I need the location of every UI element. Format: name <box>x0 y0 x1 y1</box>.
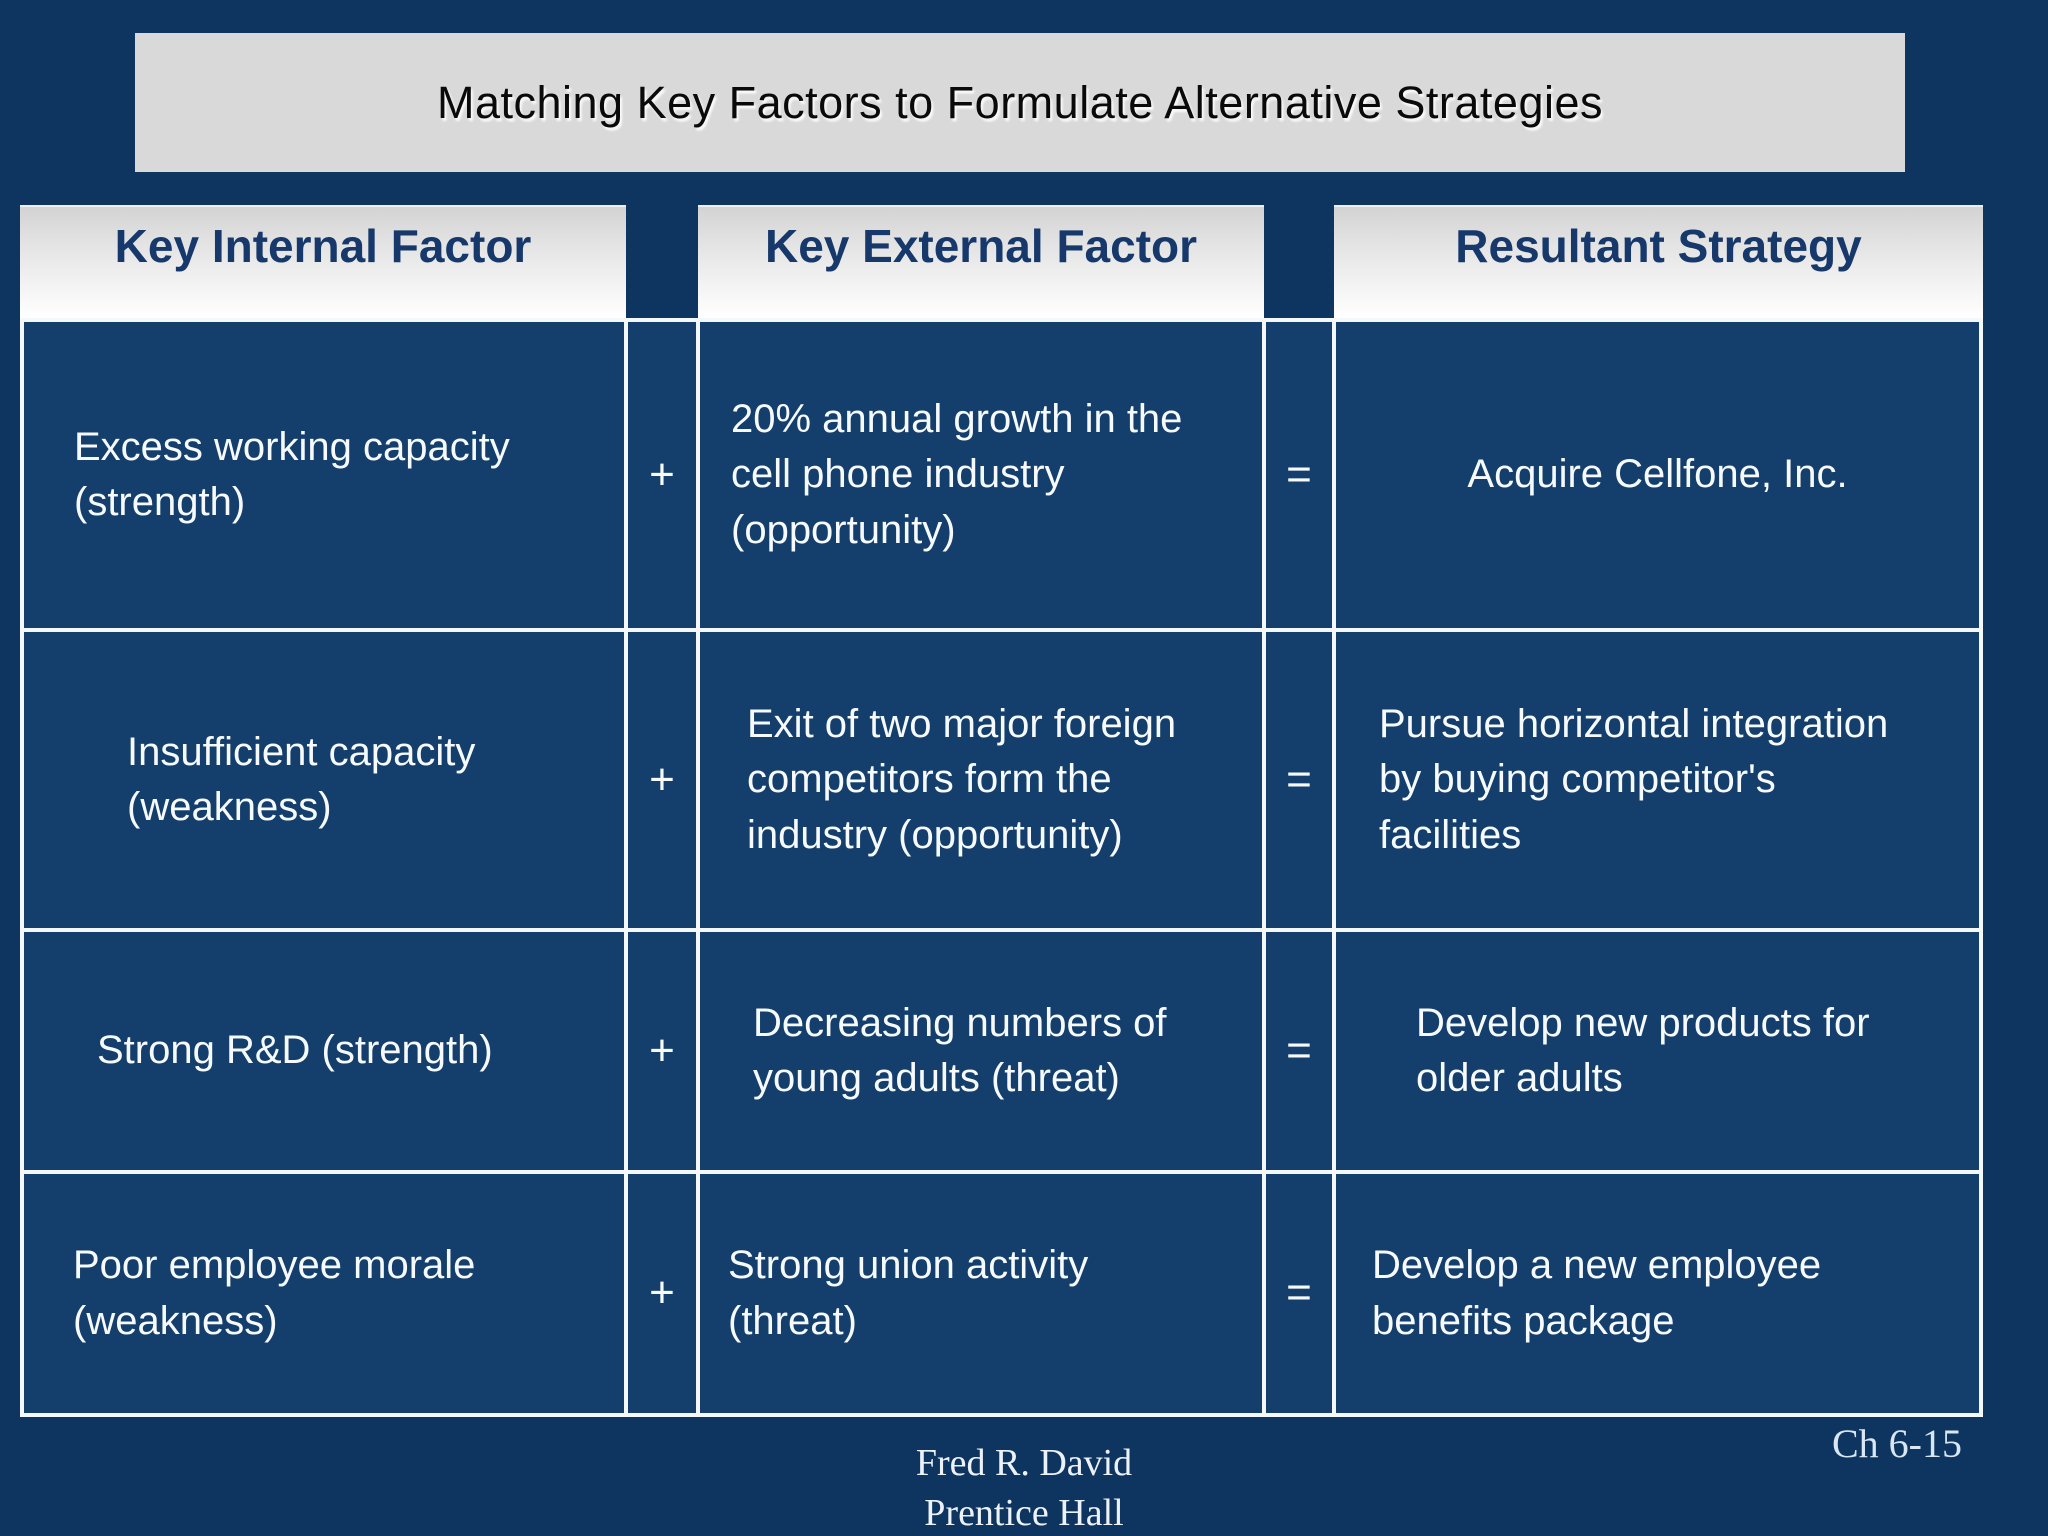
slide-title-box: Matching Key Factors to Formulate Altern… <box>135 33 1905 172</box>
cell-external-factor: 20% annual growth in the cell phone indu… <box>700 322 1262 628</box>
slide-title: Matching Key Factors to Formulate Altern… <box>436 76 1603 128</box>
equals-operator: = <box>1266 322 1332 628</box>
cell-internal-factor: Strong R&D (strength) <box>24 932 624 1170</box>
header-label: Key Internal Factor <box>114 219 532 272</box>
table-header-row: Key Internal Factor Key External Factor … <box>20 205 1983 318</box>
plus-operator: + <box>628 932 696 1170</box>
cell-resultant-strategy: Acquire Cellfone, Inc. <box>1336 322 1979 628</box>
header-label: Resultant Strategy <box>1455 219 1862 272</box>
cell-resultant-strategy: Pursue horizontal integration by buying … <box>1336 632 1979 928</box>
footer-credits: Fred R. David Prentice Hall <box>0 1438 2048 1536</box>
equals-operator: = <box>1266 932 1332 1170</box>
cell-internal-factor: Excess working capacity (strength) <box>24 322 624 628</box>
header-resultant-strategy: Resultant Strategy <box>1334 205 1983 318</box>
plus-operator: + <box>628 1174 696 1413</box>
footer-author: Fred R. David <box>915 1442 1133 1484</box>
plus-operator: + <box>628 632 696 928</box>
cell-external-factor: Decreasing numbers of young adults (thre… <box>700 932 1262 1170</box>
header-label: Key External Factor <box>764 219 1198 272</box>
plus-operator: + <box>628 322 696 628</box>
equals-operator: = <box>1266 1174 1332 1413</box>
cell-external-factor: Strong union activity (threat) <box>700 1174 1262 1413</box>
table-body: Excess working capacity (strength) + 20%… <box>20 318 1983 1417</box>
cell-external-factor: Exit of two major foreign competitors fo… <box>700 632 1262 928</box>
header-key-internal-factor: Key Internal Factor <box>20 205 626 318</box>
footer-publisher: Prentice Hall <box>924 1492 1124 1535</box>
header-gap <box>626 205 698 318</box>
cell-resultant-strategy: Develop a new employee benefits package <box>1336 1174 1979 1413</box>
equals-operator: = <box>1266 632 1332 928</box>
chapter-label: Ch 6-15 <box>1832 1421 1962 1466</box>
header-key-external-factor: Key External Factor <box>698 205 1264 318</box>
cell-internal-factor: Insufficient capacity (weakness) <box>24 632 624 928</box>
cell-resultant-strategy: Develop new products for older adults <box>1336 932 1979 1170</box>
cell-internal-factor: Poor employee morale (weakness) <box>24 1174 624 1413</box>
header-gap <box>1264 205 1334 318</box>
